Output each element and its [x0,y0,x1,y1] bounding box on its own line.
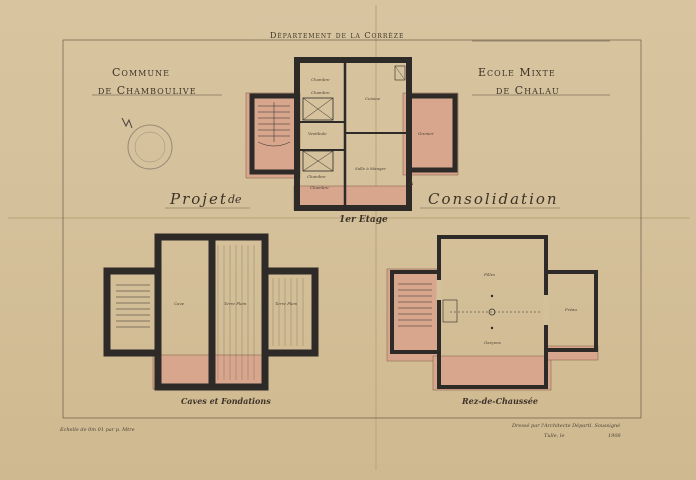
project-title-word2: de [228,193,242,206]
ground-floor-plan [386,235,599,391]
stamp-seal [127,124,173,170]
project-title-word3: Consolidation [428,190,559,208]
school-location: de Chalau [496,84,560,97]
section-mark: A [409,180,414,187]
scale-note: Echelle de 0m 01 par p. Mtre [60,427,135,433]
room-label: Garçons [484,340,501,345]
commune-name: de Chamboulive [98,84,197,97]
first-floor-plan [245,57,459,211]
room-label: Vestibule [308,131,327,136]
ground-floor-label: Rez-de-Chaussée [462,396,538,406]
room-label: Terre Plein [275,301,298,306]
room-label: Terre Plein [224,301,247,306]
foundations-plan [103,233,319,391]
room-label: Cave [174,301,185,306]
signature-year: 1908 [608,433,621,439]
foundations-label: Caves et Fondations [181,396,271,406]
room-label: Cuisine [365,96,381,101]
room-label: Chambre [310,185,329,190]
school-title: Ecole Mixte [478,66,556,79]
department-title: Département de la Corrèze [270,31,405,40]
room-label: Préau [565,307,577,312]
room-label: Chambre [307,174,326,179]
project-title-word1: Projet [170,190,228,208]
room-label: Filles [484,272,496,277]
drawing-border [62,39,642,419]
architect-signature-line1: Dressé par l'Architecte Départl. Soussig… [512,423,621,429]
first-floor-label: 1er Etage [339,215,388,225]
architect-signature-line2: Tulle, le [544,433,565,439]
room-label: Chambre [311,77,330,82]
room-label: Grenier [418,131,434,136]
room-label: Chambre [311,90,330,95]
commune-label: Commune [112,66,170,79]
room-label: Salle à Manger [355,166,386,171]
ink-mark [121,117,133,129]
